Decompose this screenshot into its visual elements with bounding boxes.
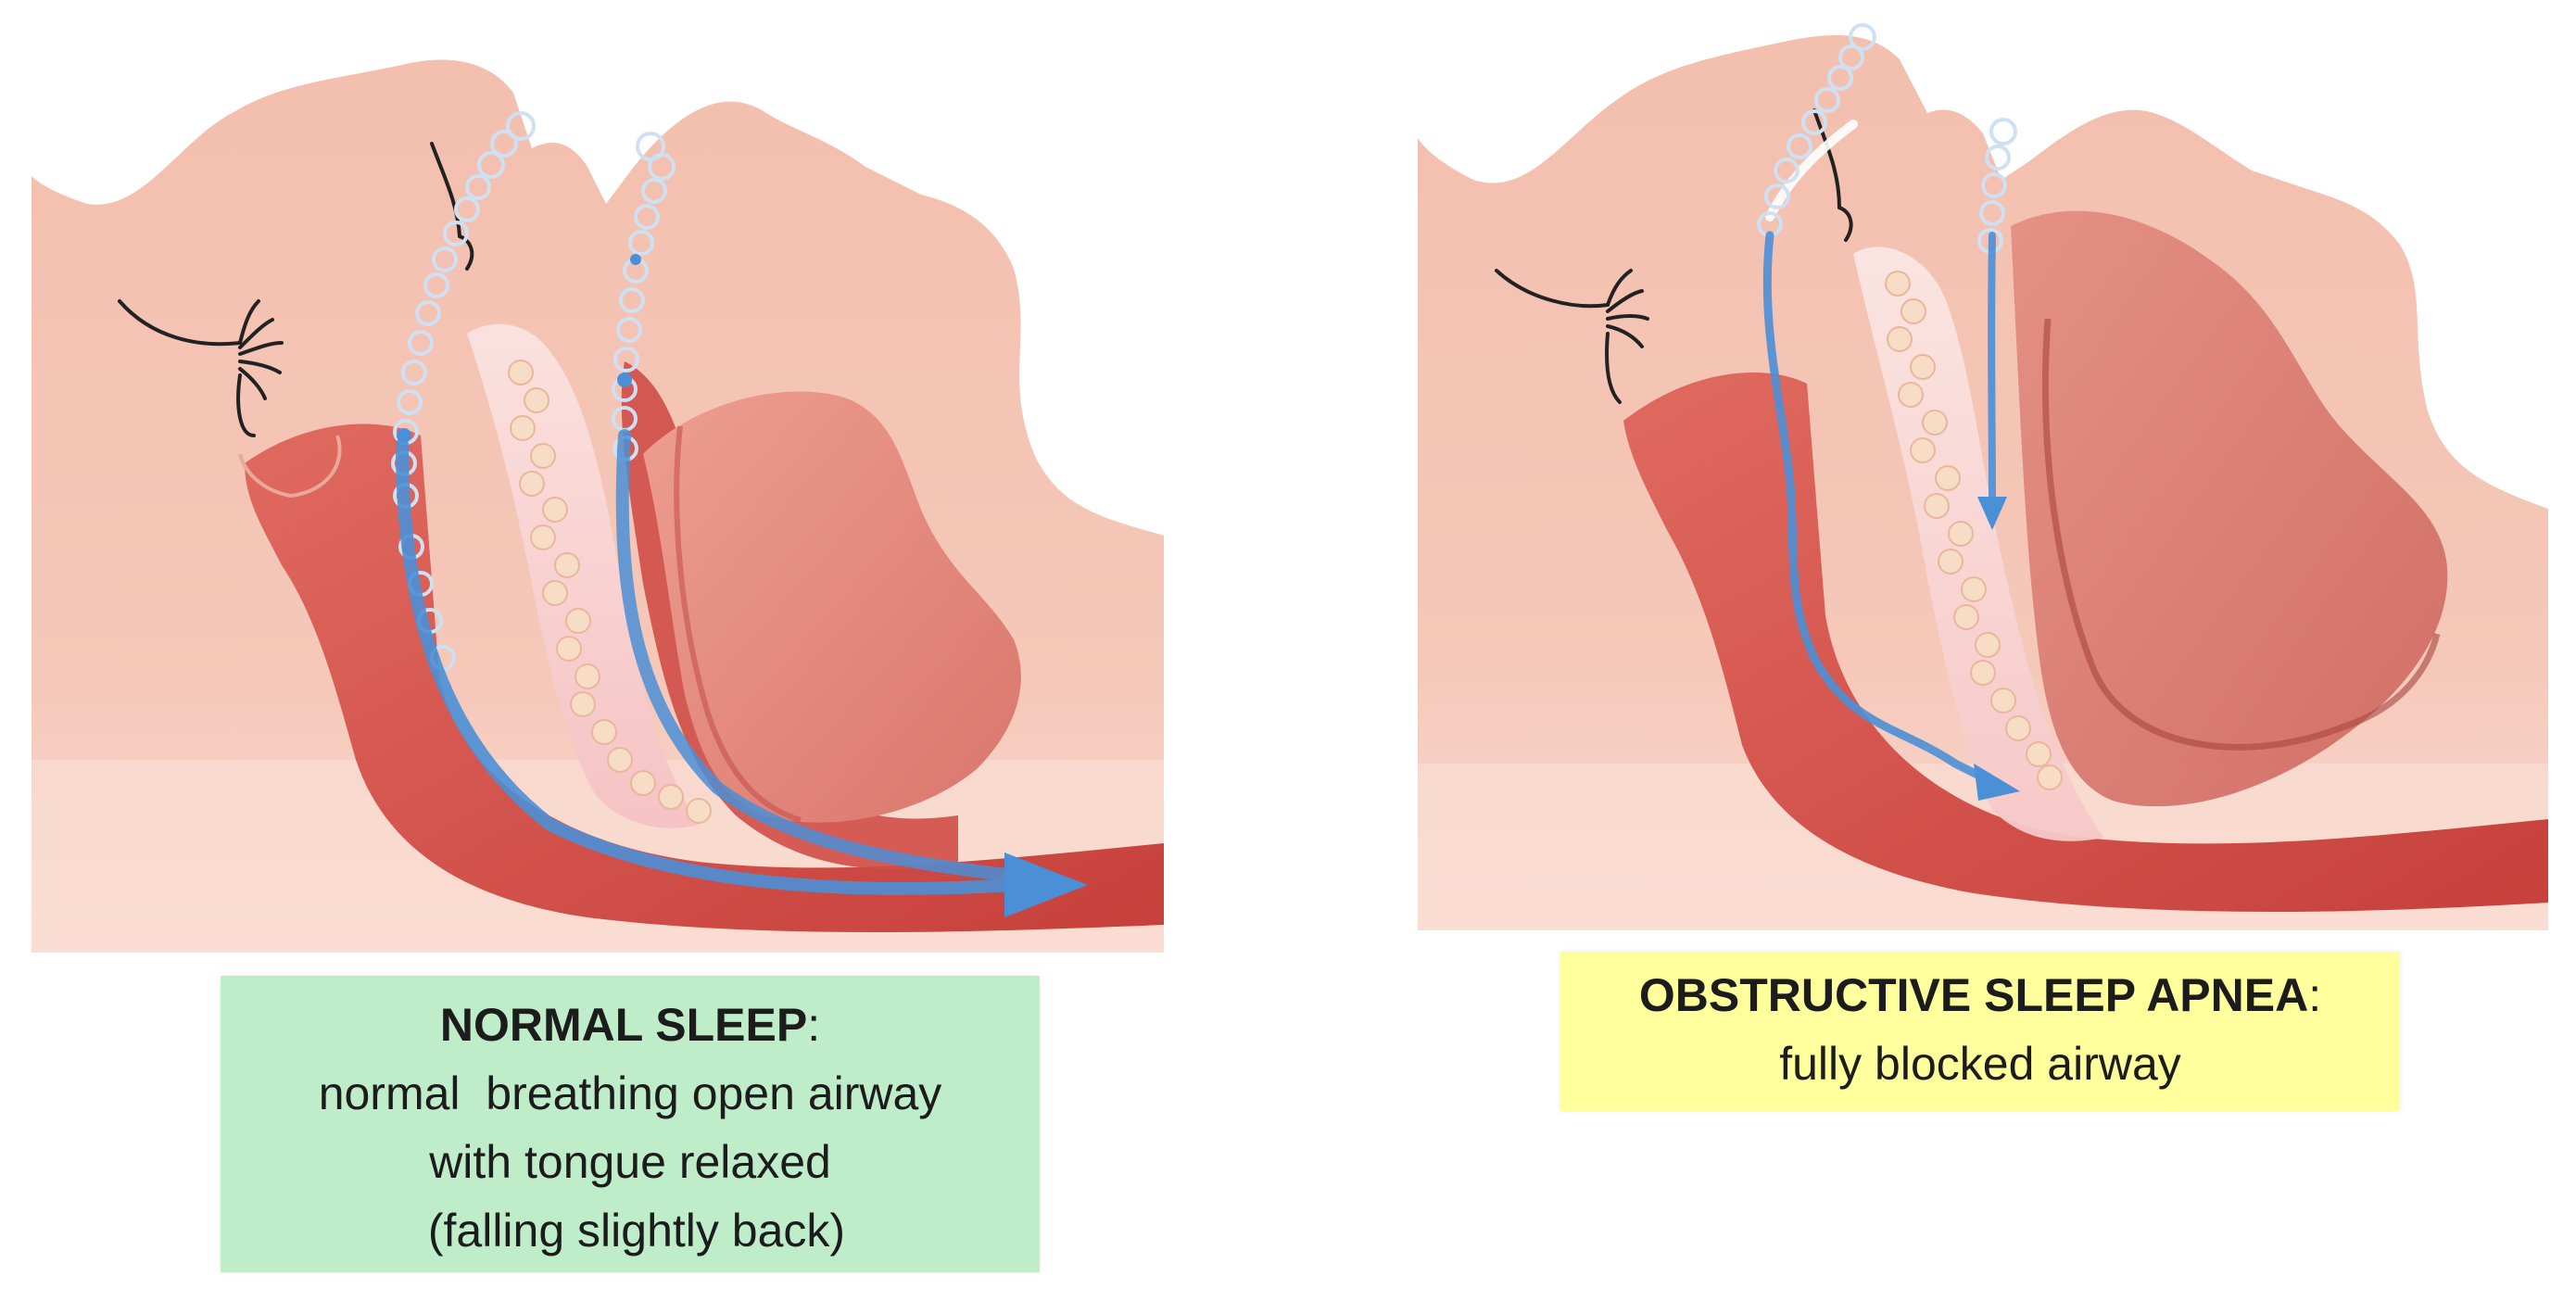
normal-sleep-title-suffix: : — [807, 999, 821, 1051]
osa-title-suffix: : — [2308, 969, 2322, 1021]
tongue-outline — [2041, 318, 2441, 751]
airflow-arrowhead — [1974, 764, 2020, 801]
throat-region — [245, 423, 1164, 933]
osa-illustration — [1418, 23, 2548, 930]
eyelash-icon — [430, 142, 474, 271]
nostril-shape — [238, 435, 342, 499]
air-bubble-icon — [1757, 23, 1876, 237]
air-bubble-icon — [391, 111, 536, 671]
osa-heading: OBSTRUCTIVE SLEEP APNEA: — [1560, 961, 2400, 1029]
osa-title: OBSTRUCTIVE SLEEP APNEA — [1638, 969, 2309, 1021]
throat-region — [1623, 373, 2548, 913]
normal-sleep-illustration — [32, 59, 1164, 953]
eyelash-icon — [1495, 269, 1649, 404]
fat-beads — [508, 360, 712, 824]
eyelash-icon — [118, 299, 284, 437]
normal-sleep-line-1: normal breathing open airway — [318, 1067, 942, 1119]
normal-sleep-caption: NORMAL SLEEP: normal breathing open airw… — [221, 976, 1040, 1272]
normal-sleep-heading: NORMAL SLEEP: — [221, 991, 1040, 1059]
airflow-arrow-icon — [1988, 232, 1996, 508]
airflow-arrow-icon — [1762, 231, 1997, 787]
osa-caption: OBSTRUCTIVE SLEEP APNEA: fully blocked a… — [1560, 952, 2400, 1111]
normal-sleep-line-3: (falling slightly back) — [414, 1205, 846, 1257]
airflow-arrowhead — [1004, 853, 1088, 917]
tongue — [643, 391, 1021, 823]
eyelash-icon — [1812, 108, 1853, 242]
nose-airstream — [1765, 120, 1858, 221]
airflow-arrow-icon — [615, 429, 1020, 882]
osa-line-1: fully blocked airway — [1779, 1038, 2181, 1090]
air-bubble-icon — [397, 254, 641, 443]
normal-sleep-title: NORMAL SLEEP — [439, 999, 808, 1051]
airflow-arrow-icon — [396, 438, 1020, 895]
fat-beads — [1885, 271, 2063, 790]
airflow-arrowhead — [1977, 497, 2007, 530]
tongue-outline — [674, 425, 802, 823]
soft-palate — [467, 323, 699, 828]
normal-sleep-line-2: with tongue relaxed — [429, 1136, 831, 1188]
tongue — [2011, 210, 2448, 807]
